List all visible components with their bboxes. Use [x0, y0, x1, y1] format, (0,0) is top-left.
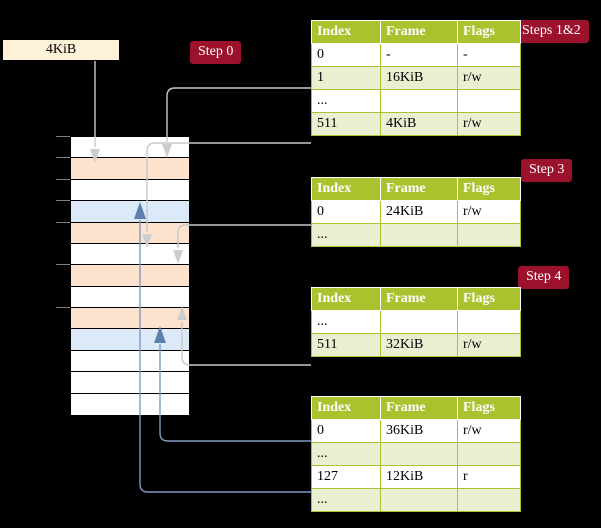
table-cell-frame [380, 223, 458, 247]
step-label-step-0: Step 0 [190, 41, 242, 64]
column-header-flags: Flags [457, 177, 521, 201]
table-cell-frame: 12KiB [380, 465, 458, 489]
memory-frame-row [71, 244, 189, 265]
column-header-index: Index [311, 20, 381, 44]
table-cell-flags [457, 442, 521, 466]
table-cell-flags [457, 89, 521, 113]
table-cell-frame [380, 488, 458, 512]
table-cell-index: 511 [311, 333, 381, 357]
memory-frame-row [71, 223, 189, 244]
column-header-frame: Frame [380, 177, 458, 201]
memory-row-tick [56, 200, 70, 201]
wire-l3-entry-out [177, 224, 311, 248]
table-cell-index: ... [311, 488, 381, 512]
column-header-index: Index [311, 396, 381, 420]
table-cell-frame [380, 89, 458, 113]
memory-frame-row [71, 329, 189, 351]
table-cell-index: 0 [311, 419, 381, 443]
memory-frame-row [71, 394, 189, 415]
table-cell-frame: 4KiB [380, 112, 458, 136]
table-cell-flags: r [457, 465, 521, 489]
physical-memory-column [70, 136, 190, 415]
table-cell-flags: r/w [457, 200, 521, 224]
table-cell-flags: r/w [457, 419, 521, 443]
table-cell-flags: r/w [457, 112, 521, 136]
table-cell-frame: - [380, 43, 458, 67]
memory-frame-row [71, 265, 189, 287]
memory-row-tick [56, 157, 70, 158]
step-label-steps-1-2: Steps 1&2 [514, 20, 589, 43]
table-cell-index: 1 [311, 66, 381, 90]
table-cell-frame [380, 310, 458, 334]
table-row: ... [311, 442, 521, 466]
table-cell-index: 127 [311, 465, 381, 489]
memory-row-tick [56, 307, 70, 308]
table-cell-flags [457, 223, 521, 247]
memory-frame-row [71, 287, 189, 308]
virtual-page-label: 4KiB [45, 42, 77, 57]
table-cell-flags [457, 310, 521, 334]
column-header-index: Index [311, 177, 381, 201]
column-header-frame: Frame [380, 396, 458, 420]
table-cell-index: 0 [311, 200, 381, 224]
table-row: ... [311, 223, 521, 247]
table-row: 0-- [311, 43, 521, 67]
table-row: ... [311, 488, 521, 512]
memory-frame-row [71, 137, 189, 158]
memory-row-tick [56, 136, 70, 137]
table-row: ... [311, 89, 521, 113]
table-cell-flags: r/w [457, 66, 521, 90]
virtual-page-box: 4KiB [2, 39, 120, 61]
column-header-flags: Flags [457, 396, 521, 420]
memory-row-tick [56, 264, 70, 265]
table-cell-frame: 32KiB [380, 333, 458, 357]
column-header-flags: Flags [457, 20, 521, 44]
table-row: ... [311, 310, 521, 334]
table-cell-index: 511 [311, 112, 381, 136]
wire-l4-entry-out [166, 87, 311, 142]
memory-frame-row [71, 372, 189, 394]
table-cell-frame: 36KiB [380, 419, 458, 443]
table-cell-flags: r/w [457, 333, 521, 357]
memory-frame-row [71, 308, 189, 329]
memory-row-tick [56, 179, 70, 180]
memory-frame-row [71, 201, 189, 223]
step-label-step-4: Step 4 [518, 266, 570, 289]
table-cell-flags [457, 488, 521, 512]
memory-row-tick [56, 222, 70, 223]
table-cell-flags: - [457, 43, 521, 67]
step-label-step-3: Step 3 [521, 159, 573, 182]
table-cell-index: ... [311, 442, 381, 466]
memory-frame-row [71, 351, 189, 372]
column-header-index: Index [311, 287, 381, 311]
table-cell-index: ... [311, 310, 381, 334]
wire-l2-entry-out [181, 322, 311, 366]
column-header-frame: Frame [380, 287, 458, 311]
table-cell-index: ... [311, 89, 381, 113]
table-cell-frame: 24KiB [380, 200, 458, 224]
table-cell-index: ... [311, 223, 381, 247]
table-cell-frame: 16KiB [380, 66, 458, 90]
column-header-frame: Frame [380, 20, 458, 44]
memory-frame-row [71, 158, 189, 180]
table-cell-frame [380, 442, 458, 466]
memory-frame-row [71, 180, 189, 201]
table-cell-index: 0 [311, 43, 381, 67]
column-header-flags: Flags [457, 287, 521, 311]
